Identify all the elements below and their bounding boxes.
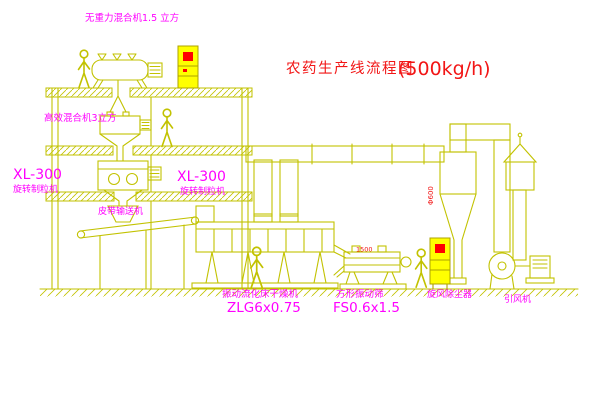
fluid-bed-dryer (191, 205, 351, 289)
worker-figure-top-floor (77, 49, 91, 89)
label-dryer-name: 振动流化床干燥机 (222, 288, 299, 300)
label-sieve-name: 方形振动筛 (336, 288, 384, 300)
label-granulator-center-name: 旋转制粒机 (180, 185, 225, 197)
drawing-capacity: (500kg/h) (398, 58, 491, 80)
drawing-title: 农药生产线流程图 (286, 60, 414, 77)
worker-figure-ground-center (249, 246, 264, 289)
gravity-free-mixer (91, 53, 163, 113)
annotation-sieve-length: 1500 (356, 246, 373, 254)
control-cabinet-2 (429, 237, 451, 290)
labels: 农药生产线流程图 (500kg/h) 无重力混合机1.5 立方 高效混合机3立方… (13, 12, 531, 316)
building-structure (45, 87, 253, 290)
control-cabinet-1 (177, 45, 199, 89)
label-granulator-left-name: 旋转制粒机 (13, 183, 58, 195)
annotation-duct-diameter: Φ600 (427, 186, 435, 205)
label-sieve-model: FS0.6x1.5 (333, 300, 400, 316)
square-vibrating-sieve (333, 245, 412, 290)
label-dryer-model: ZLG6x0.75 (227, 300, 301, 316)
ground-line (39, 288, 579, 297)
label-belt-conveyor: 皮带输送机 (98, 205, 143, 217)
worker-figure-ground-right (414, 248, 428, 289)
label-fan: 引风机 (504, 293, 531, 305)
label-granulator-left-model: XL-300 (13, 167, 62, 183)
belt-conveyor (76, 216, 200, 290)
induced-draft-fan (488, 252, 555, 290)
exhaust-stack (502, 132, 538, 261)
label-granulator-center-model: XL-300 (177, 169, 226, 185)
label-cyclone: 旋风除尘器 (427, 288, 472, 300)
exhaust-duct (245, 143, 445, 217)
label-high-eff-mixer: 高效混合机3立方 (44, 112, 117, 124)
worker-figure-second-floor (160, 108, 174, 148)
high-efficiency-mixer (99, 111, 152, 162)
rotary-granulator (97, 160, 162, 223)
label-gravity-mixer: 无重力混合机1.5 立方 (85, 12, 179, 24)
